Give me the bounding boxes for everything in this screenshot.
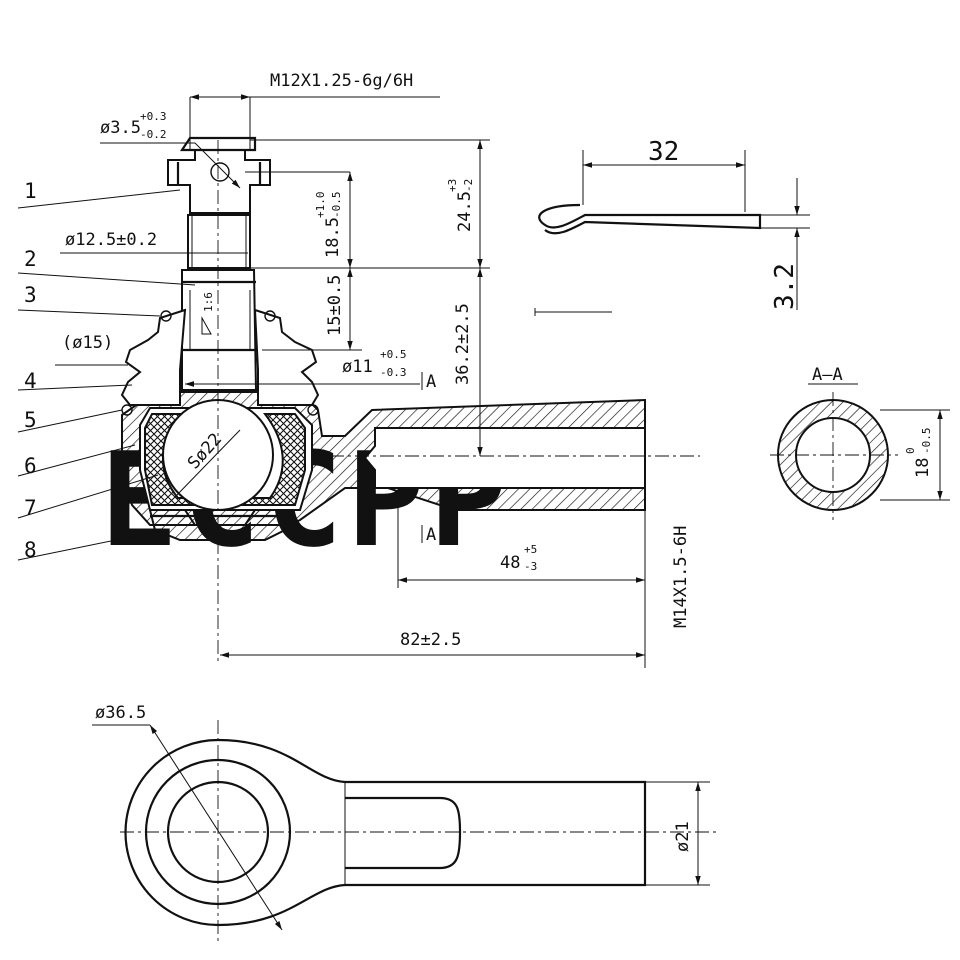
section-mark-bottom: A bbox=[426, 525, 436, 545]
callout-8: 8 bbox=[24, 538, 37, 562]
pin-length-label: 32 bbox=[648, 137, 679, 167]
dim-18-5-lower: -0.5 bbox=[330, 192, 343, 219]
pin-hole-tol-lower: -0.2 bbox=[140, 128, 167, 141]
boot-dia-label: (ø15) bbox=[62, 333, 113, 353]
bottom-shank-dia-label: ø21 bbox=[673, 821, 693, 852]
section-mark-top: A bbox=[426, 372, 436, 392]
dim-24-5-lower: -2 bbox=[462, 179, 475, 192]
stud-thread bbox=[187, 214, 251, 269]
dim-18-label: 18 bbox=[913, 458, 933, 478]
callout-5: 5 bbox=[24, 408, 37, 432]
callout-6: 6 bbox=[24, 454, 37, 478]
pin-thickness-label: 3.2 bbox=[770, 263, 800, 310]
dim-11-upper: +0.5 bbox=[380, 348, 407, 361]
dim-24-5-upper: +3 bbox=[446, 179, 459, 192]
callout-1: 1 bbox=[24, 179, 37, 203]
bottom-dia-label: ø36.5 bbox=[95, 703, 146, 723]
section-a-a-view: A–A 18 0 -0.5 bbox=[770, 365, 950, 520]
section-title-label: A–A bbox=[812, 365, 843, 385]
dim-24-5-label: 24.5 bbox=[455, 191, 475, 232]
callout-4: 4 bbox=[24, 369, 37, 393]
main-dimensions: M12X1.25-6g/6H ø3.5 +0.3 -0.2 ø12.5±0.2 … bbox=[55, 71, 691, 668]
callout-7: 7 bbox=[24, 496, 37, 520]
bottom-body-outline bbox=[124, 738, 647, 927]
dim-36-2-label: 36.2±2.5 bbox=[453, 303, 473, 385]
dim-48-upper: +5 bbox=[524, 543, 537, 556]
dim-18-lower: -0.5 bbox=[920, 428, 933, 455]
bottom-cap bbox=[148, 509, 292, 541]
dim-48-lower: -3 bbox=[524, 560, 537, 573]
callout-2: 2 bbox=[24, 247, 37, 271]
pin-hole-tol-upper: +0.3 bbox=[140, 110, 167, 123]
callout-3: 3 bbox=[24, 283, 37, 307]
dim-18-5-upper: +1.0 bbox=[314, 192, 327, 219]
rubber-boot-right bbox=[253, 308, 320, 406]
stud-dia-label: ø12.5±0.2 bbox=[65, 230, 157, 250]
dim-18-upper: 0 bbox=[904, 447, 917, 454]
dim-15-label: 15±0.5 bbox=[325, 275, 345, 336]
taper-ratio: 1:6 bbox=[202, 292, 215, 312]
cotter-pin bbox=[538, 203, 762, 235]
threaded-bore bbox=[363, 427, 646, 489]
dim-48-label: 48 bbox=[500, 553, 520, 573]
dim-11-label: ø11 bbox=[342, 357, 373, 377]
cotter-pin-view: 32 3.2 bbox=[534, 137, 810, 316]
dim-11-lower: -0.3 bbox=[380, 366, 407, 379]
bottom-view: ø36.5 ø21 bbox=[92, 703, 720, 945]
callout-leaders: 1 2 3 4 5 6 7 8 bbox=[17, 179, 196, 562]
thread-side-label: M14X1.5-6H bbox=[671, 526, 691, 628]
rubber-boot bbox=[120, 308, 187, 406]
main-section-view: 1:6 Sø22 A A bbox=[120, 136, 700, 665]
stud-neck bbox=[181, 269, 258, 391]
thread-top-label: M12X1.25-6g/6H bbox=[270, 71, 413, 91]
pin-hole-dia-label: ø3.5 bbox=[100, 118, 141, 138]
dim-82-label: 82±2.5 bbox=[400, 630, 461, 650]
dim-18-5-label: 18.5 bbox=[323, 217, 343, 258]
